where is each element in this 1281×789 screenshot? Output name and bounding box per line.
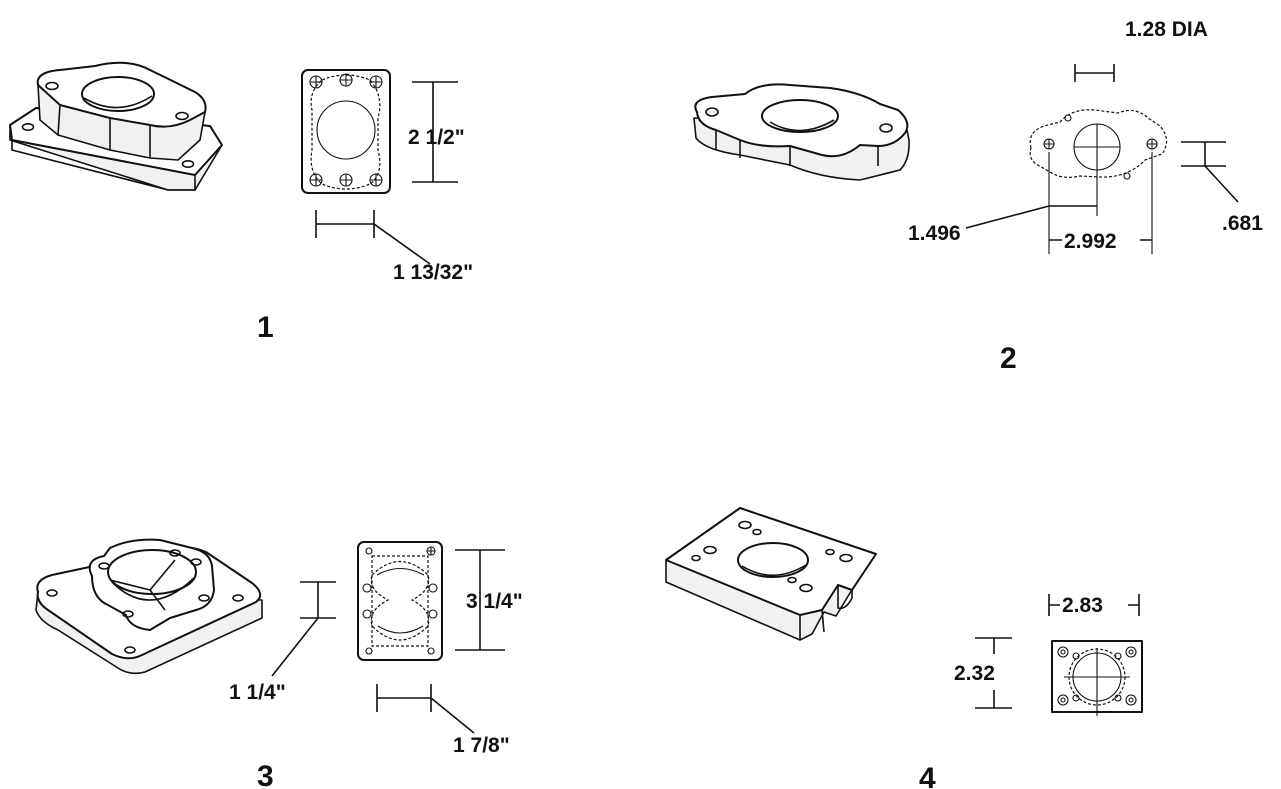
figure-3-height-dimension: 3 1/4" — [455, 549, 523, 651]
figure-3-plan-view — [357, 541, 443, 661]
figure-3-width-dimension: 1 7/8" — [376, 684, 510, 757]
figure-4-isometric-part — [665, 507, 877, 641]
figure-4-width-dimension: 2.83 — [1048, 594, 1140, 617]
figure-2-hole-spacing-label: 2.992 — [1064, 230, 1117, 253]
figure-3-height-label: 3 1/4" — [466, 590, 523, 613]
figure-1-number: 1 — [257, 311, 274, 344]
figure-1-plan-view — [301, 69, 391, 194]
figure-2-thickness-dimension: .681 — [1181, 141, 1263, 235]
figure-2-isometric-part — [693, 83, 910, 181]
figure-3-offset-dimension: 1 1/4" — [229, 581, 336, 704]
figure-2: 1.28 DIA .681 2.992 1.496 2 — [693, 18, 1263, 375]
figure-1-isometric-part — [9, 61, 223, 191]
figure-2-bore-dimension: 1.28 DIA — [1074, 18, 1208, 82]
figure-2-half-spacing-label: 1.496 — [908, 222, 961, 245]
figure-4-height-dimension: 2.32 — [954, 637, 1012, 709]
figure-2-spacing-dimension: 2.992 1.496 — [908, 152, 1153, 254]
figure-4-width-label: 2.83 — [1062, 594, 1103, 617]
figure-1-width-label: 1 13/32" — [393, 261, 473, 284]
figure-1-height-dimension: 2 1/2" — [408, 81, 465, 183]
figure-1-height-label: 2 1/2" — [408, 126, 465, 149]
figure-3-offset-label: 1 1/4" — [229, 681, 286, 704]
figure-4-height-label: 2.32 — [954, 662, 995, 685]
figure-2-bore-label: 1.28 DIA — [1125, 18, 1208, 41]
figure-2-plan-view — [1029, 109, 1168, 180]
figure-2-number: 2 — [1000, 342, 1017, 375]
figure-3-width-label: 1 7/8" — [453, 734, 510, 757]
figure-3-number: 3 — [257, 760, 274, 789]
figure-3: 3 1/4" 1 1/4" 1 7/8" 3 — [35, 538, 523, 789]
figure-4-plan-view — [1051, 640, 1143, 716]
figure-4: 2.83 2.32 4 — [665, 507, 1143, 789]
figure-1-width-dimension: 1 13/32" — [315, 210, 473, 284]
figure-3-isometric-part — [35, 538, 263, 675]
figure-1: 2 1/2" 1 13/32" 1 — [9, 61, 473, 344]
figure-2-thickness-label: .681 — [1222, 212, 1263, 235]
figure-4-number: 4 — [919, 762, 936, 789]
